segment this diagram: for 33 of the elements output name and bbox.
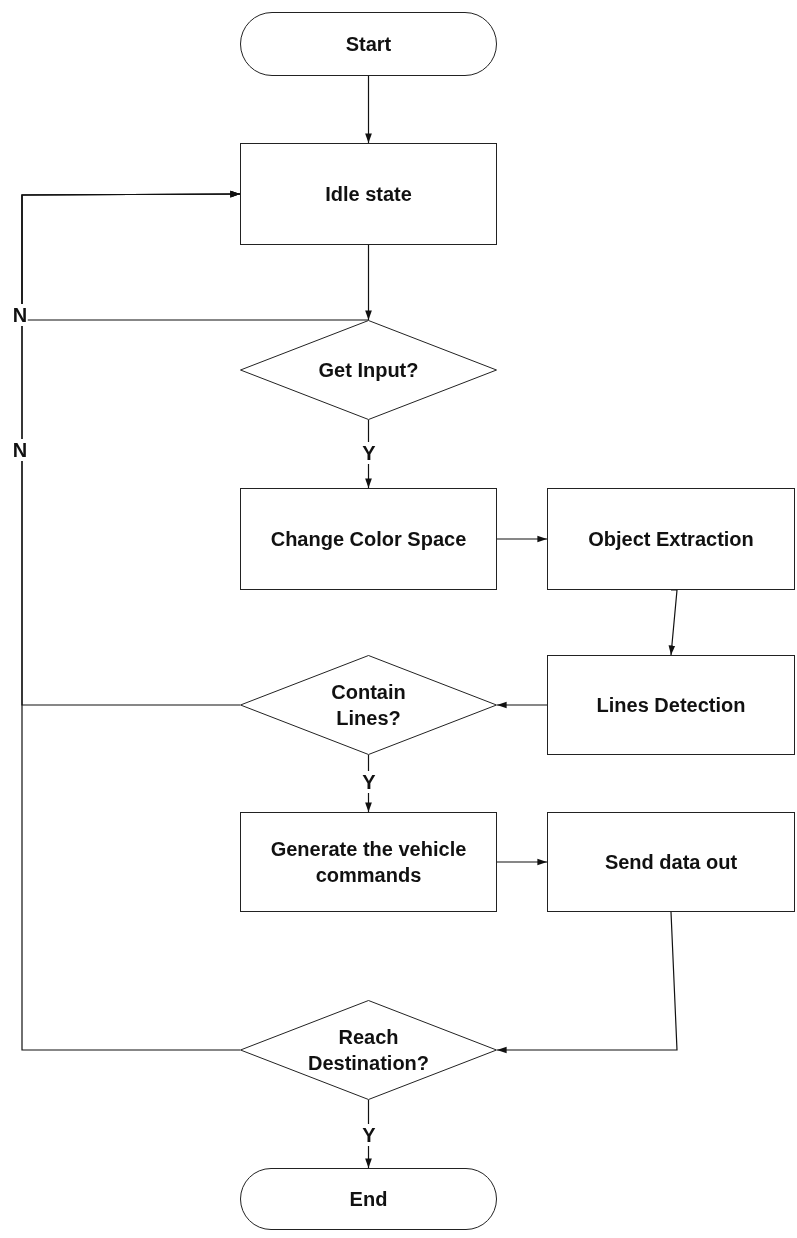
arrow bbox=[365, 244, 372, 321]
edge-label: Y bbox=[361, 1124, 377, 1146]
node-label: Idle state bbox=[325, 182, 412, 207]
process-box bbox=[547, 488, 795, 590]
process-box bbox=[240, 143, 497, 245]
decision-diamond bbox=[240, 320, 497, 420]
arrow bbox=[496, 858, 548, 866]
node-label: Lines Detection bbox=[596, 693, 746, 718]
arrow bbox=[496, 701, 548, 709]
arrow bbox=[496, 911, 678, 1054]
node-label: Get Input? bbox=[318, 358, 419, 383]
node-label: Generate the vehicle commands bbox=[269, 837, 468, 888]
process-box bbox=[240, 812, 497, 912]
edge-label: N bbox=[11, 439, 29, 461]
edge-label: N bbox=[11, 304, 29, 326]
node-label: End bbox=[349, 1187, 388, 1212]
process-box bbox=[547, 655, 795, 755]
arrow bbox=[21, 190, 241, 1051]
edge-label: Y bbox=[361, 771, 377, 793]
arrow bbox=[668, 589, 678, 656]
node-label: Change Color Space bbox=[270, 527, 467, 552]
process-box bbox=[240, 488, 497, 590]
node-label: Reach Destination? bbox=[306, 1025, 431, 1076]
decision-diamond bbox=[240, 655, 497, 755]
node-label: Send data out bbox=[604, 850, 738, 875]
process-box bbox=[547, 812, 795, 912]
arrow bbox=[365, 75, 372, 144]
decision-diamond bbox=[240, 1000, 497, 1100]
node-label: Start bbox=[345, 32, 392, 57]
node-label: Contain Lines? bbox=[330, 680, 407, 731]
edge-label: Y bbox=[361, 442, 377, 464]
arrow bbox=[496, 535, 548, 543]
node-label: Object Extraction bbox=[588, 527, 754, 552]
